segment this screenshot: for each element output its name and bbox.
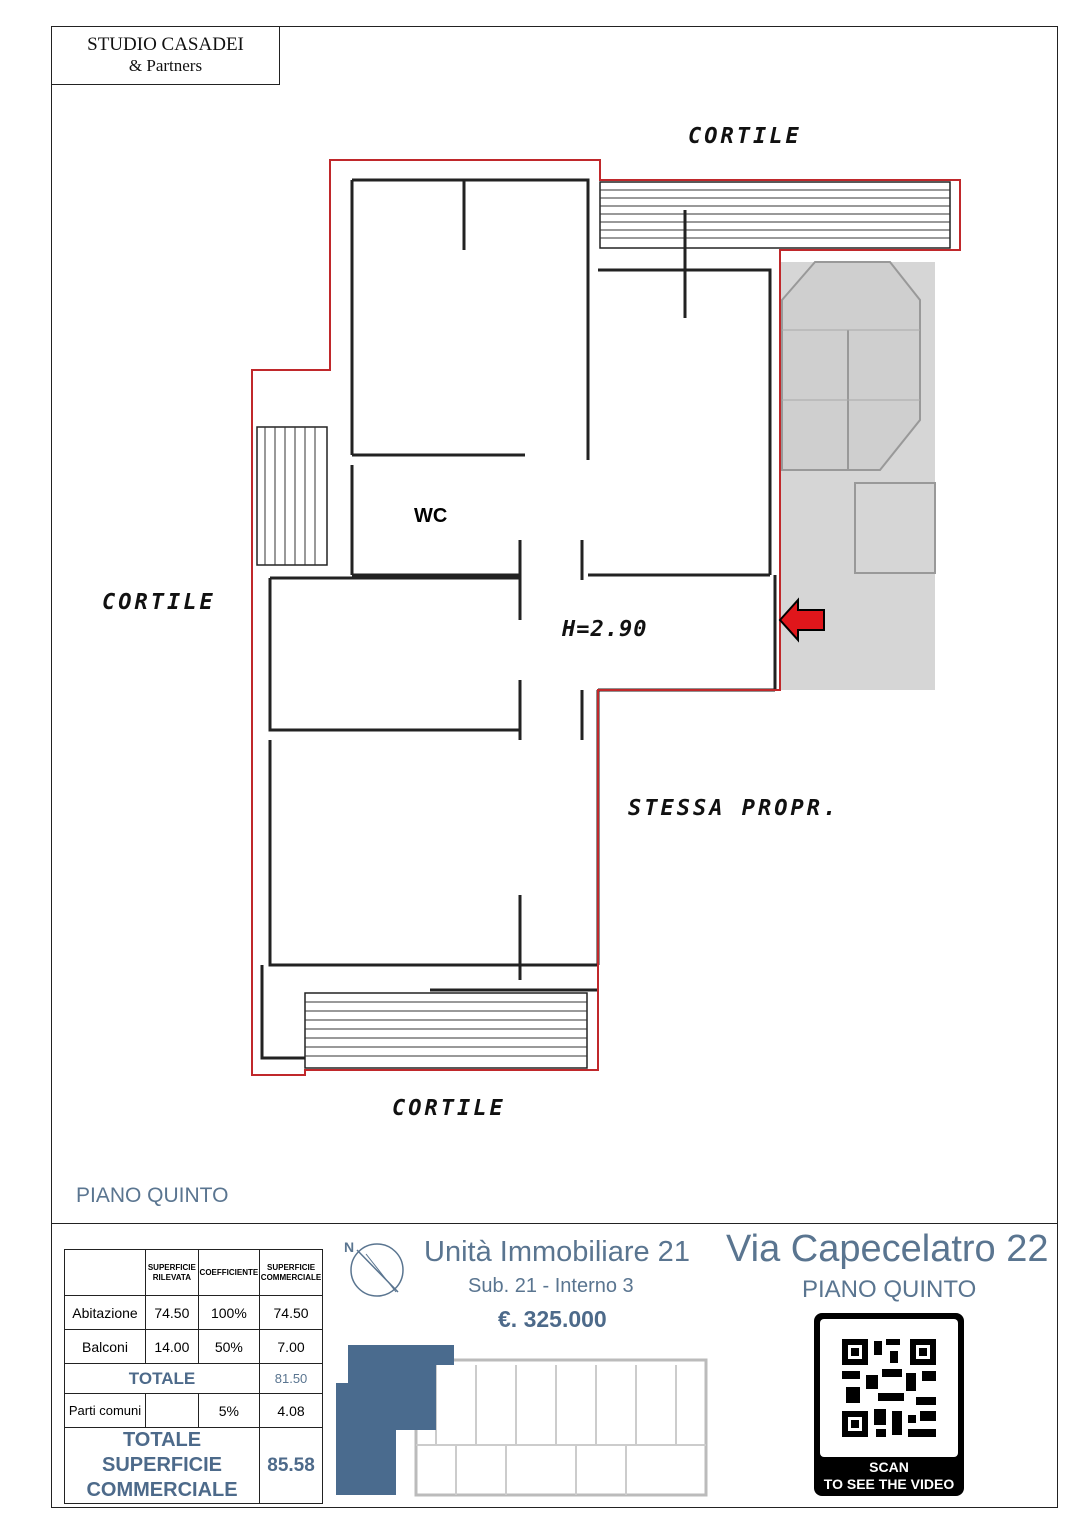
- price: €. 325.000: [498, 1306, 607, 1332]
- unit-outline: [251, 159, 961, 1076]
- qr-code-icon: [842, 1339, 936, 1437]
- label-cortile-top: CORTILE: [688, 124, 802, 149]
- table-row: Balconi 14.00 50% 7.00: [64, 1329, 323, 1364]
- row-commerciale: 74.50: [259, 1295, 323, 1330]
- totale-commerciale-label: TOTALE SUPERFICIE COMMERCIALE: [63, 1427, 261, 1504]
- parti-comuni-commerciale: 4.08: [259, 1393, 323, 1428]
- row-commerciale: 7.00: [259, 1329, 323, 1364]
- balconies: [256, 181, 951, 1069]
- row-coeff: 100%: [197, 1295, 261, 1330]
- qr-caption-video: TO SEE THE VIDEO: [823, 1476, 955, 1492]
- page-frame: [51, 26, 1058, 1508]
- parti-comuni-row: Parti comuni 5% 4.08: [64, 1393, 323, 1428]
- totale-label: TOTALE: [63, 1363, 261, 1394]
- compass-icon: N: [344, 1239, 404, 1297]
- label-stessa-proprieta: STESSA PROPR.: [628, 796, 840, 821]
- row-rilevata: 74.50: [145, 1295, 199, 1330]
- totale-commerciale-row: TOTALE SUPERFICIE COMMERCIALE 85.58: [63, 1427, 323, 1504]
- unit-highlight: [336, 1345, 454, 1495]
- unit-sub: Sub. 21 - Interno 3: [468, 1275, 634, 1297]
- qr-code[interactable]: SCAN TO SEE THE VIDEO: [814, 1313, 964, 1496]
- header-rilevata: SUPERFICIE RILEVATA: [145, 1249, 199, 1296]
- parti-comuni-rilevata: [145, 1393, 199, 1428]
- surface-table: SUPERFICIE RILEVATA COEFFICIENTE SUPERFI…: [63, 1249, 323, 1504]
- divider: [51, 1223, 1058, 1224]
- common-area-stairs: [780, 261, 936, 690]
- row-rilevata: 14.00: [145, 1329, 199, 1364]
- parti-comuni-label: Parti comuni: [64, 1393, 146, 1428]
- studio-partners: & Partners: [128, 56, 203, 75]
- label-wc: WC: [414, 505, 448, 527]
- compass-north-label: N: [344, 1239, 354, 1255]
- floor-name: PIANO QUINTO: [802, 1276, 977, 1303]
- header-empty: [64, 1249, 146, 1296]
- floor-label: PIANO QUINTO: [76, 1184, 229, 1207]
- row-label: Balconi: [64, 1329, 146, 1364]
- qr-caption-scan: SCAN: [869, 1459, 909, 1475]
- entrance-arrow-icon: [778, 597, 825, 643]
- header-commerciale: SUPERFICIE COMMERCIALE: [259, 1249, 323, 1296]
- row-coeff: 50%: [197, 1329, 261, 1364]
- totale-value: 81.50: [259, 1363, 323, 1394]
- label-ceiling-height: H=2.90: [562, 617, 648, 642]
- header-coefficiente: COEFFICIENTE: [197, 1249, 261, 1296]
- unit-title: Unità Immobiliare 21: [424, 1236, 690, 1268]
- studio-name: STUDIO CASADEI: [87, 34, 244, 55]
- table-header-row: SUPERFICIE RILEVATA COEFFICIENTE SUPERFI…: [64, 1249, 323, 1296]
- label-cortile-bottom: CORTILE: [392, 1096, 506, 1121]
- studio-logo: STUDIO CASADEI & Partners: [51, 26, 280, 85]
- row-label: Abitazione: [64, 1295, 146, 1330]
- totale-commerciale-value: 85.58: [259, 1427, 323, 1504]
- table-row: Abitazione 74.50 100% 74.50: [64, 1295, 323, 1330]
- balcony-hatching: [264, 189, 950, 1057]
- address: Via Capecelatro 22: [726, 1228, 1049, 1270]
- totale-row: TOTALE 81.50: [63, 1363, 323, 1394]
- building-keyplan: [336, 1345, 708, 1497]
- walls: [260, 178, 777, 1060]
- label-cortile-left: CORTILE: [102, 590, 216, 615]
- parti-comuni-coeff: 5%: [197, 1393, 261, 1428]
